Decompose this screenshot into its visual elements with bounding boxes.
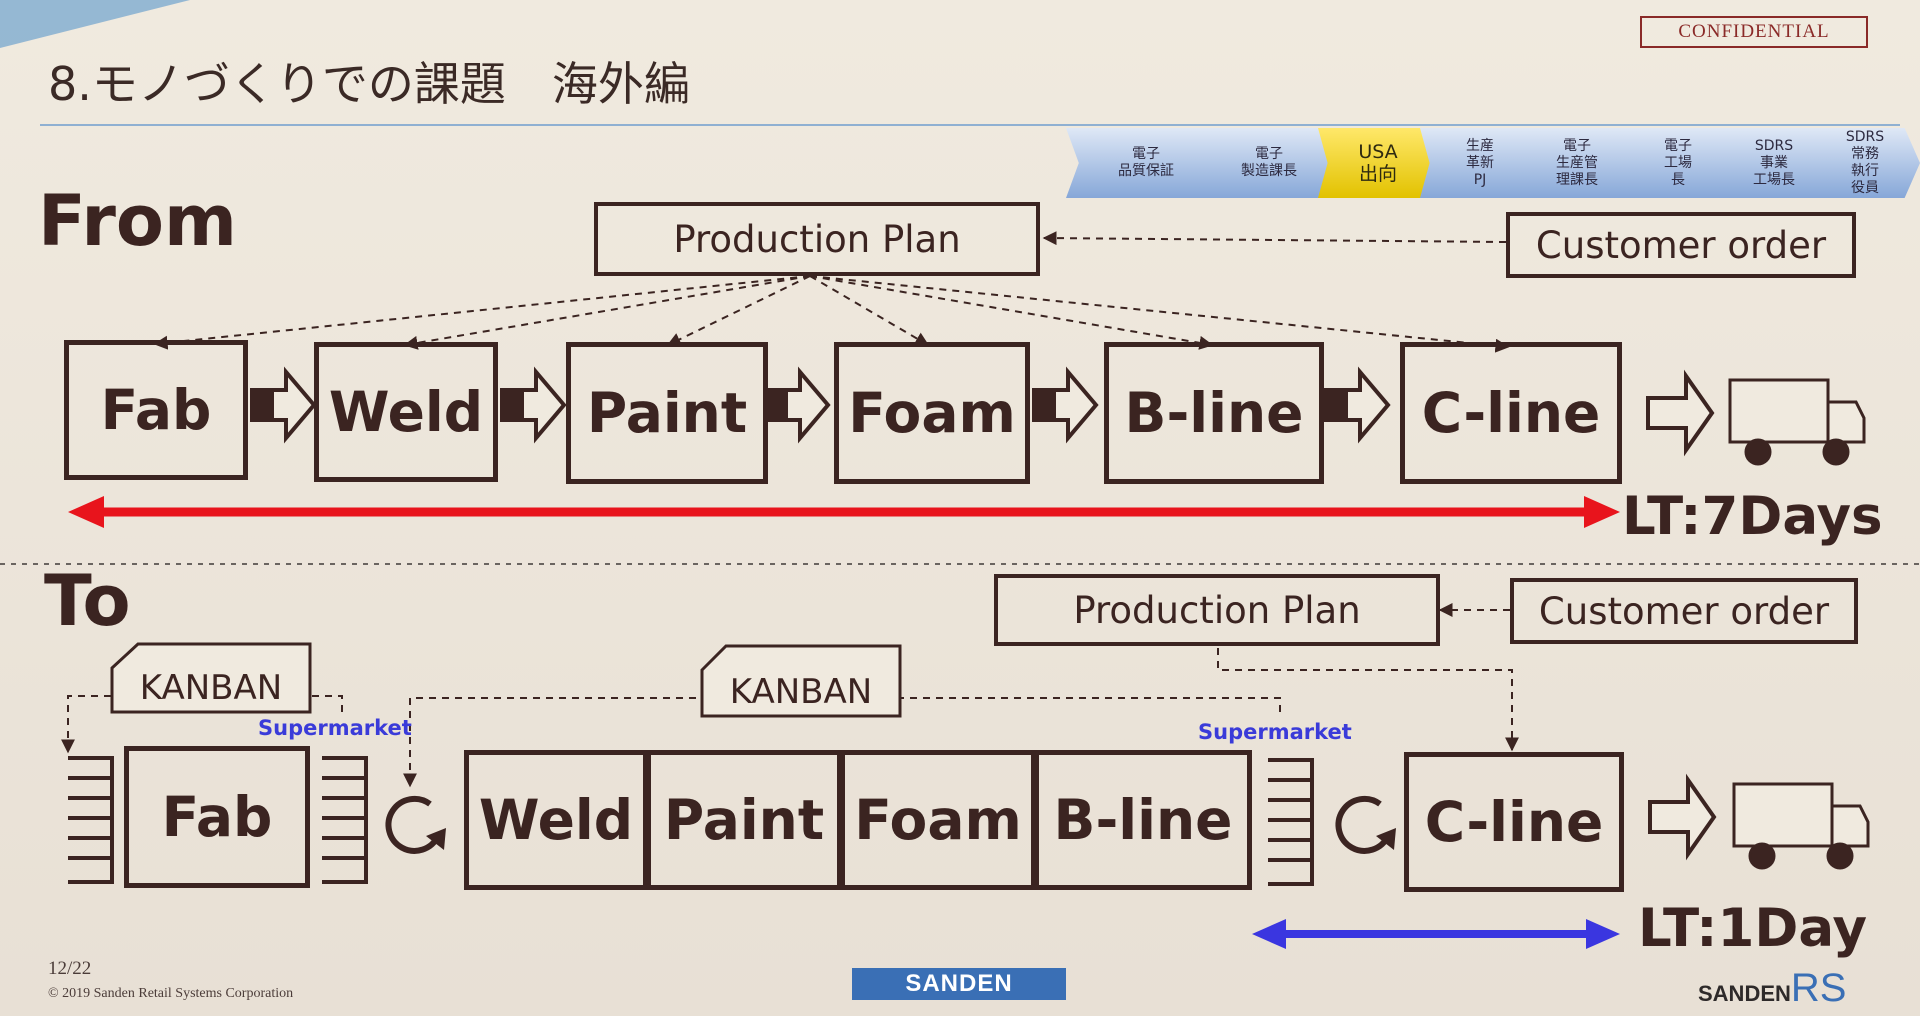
to-combined-process: B-line bbox=[1034, 750, 1252, 890]
from-process-box: C-line bbox=[1400, 342, 1622, 484]
to-heading: To bbox=[44, 560, 131, 642]
logo-text: SANDEN bbox=[1698, 981, 1791, 1006]
confidential-stamp: CONFIDENTIAL bbox=[1640, 16, 1868, 48]
corner-accent bbox=[0, 0, 190, 48]
page-number: 12/22 bbox=[48, 958, 92, 979]
truck-icon bbox=[1732, 782, 1870, 870]
copyright: © 2019 Sanden Retail Systems Corporation bbox=[48, 986, 294, 1001]
from-process-box: Weld bbox=[314, 342, 498, 482]
to-lead-time: LT:1Day bbox=[1638, 898, 1868, 959]
logo-suffix: RS bbox=[1790, 966, 1847, 1010]
from-heading: From bbox=[38, 180, 237, 262]
from-process-box: Foam bbox=[834, 342, 1030, 484]
to-combined-process: Foam bbox=[840, 750, 1036, 890]
to-process-fab: Fab bbox=[124, 746, 310, 888]
from-lead-time: LT:7Days bbox=[1622, 486, 1883, 547]
from-process-box: B-line bbox=[1104, 342, 1324, 484]
supermarket-label: Supermarket bbox=[258, 716, 412, 740]
career-step: USA 出向 bbox=[1318, 128, 1438, 198]
from-production-plan: Production Plan bbox=[594, 202, 1040, 276]
title-divider bbox=[40, 124, 1900, 126]
career-step: 電子 生産管 理課長 bbox=[1512, 128, 1642, 198]
to-customer-order: Customer order bbox=[1510, 578, 1858, 644]
kanban-card-label: KANBAN bbox=[139, 668, 283, 708]
to-production-plan: Production Plan bbox=[994, 574, 1440, 646]
supermarket-label: Supermarket bbox=[1198, 720, 1352, 744]
from-customer-order: Customer order bbox=[1506, 212, 1856, 278]
truck-icon bbox=[1728, 378, 1866, 466]
kanban-card-label: KANBAN bbox=[729, 672, 873, 712]
career-step: SDRS 常務 執行 役員 bbox=[1810, 128, 1920, 198]
from-process-box: Paint bbox=[566, 342, 768, 484]
sanden-logo: SANDEN bbox=[852, 968, 1066, 1000]
career-step: 電子 製造課長 bbox=[1194, 128, 1344, 198]
from-process-box: Fab bbox=[64, 340, 248, 480]
to-process-c-line: C-line bbox=[1404, 752, 1624, 892]
slide-title: 8.モノづくりでの課題 海外編 bbox=[48, 57, 690, 111]
to-combined-process: Weld bbox=[464, 750, 648, 890]
to-combined-process: Paint bbox=[646, 750, 842, 890]
sanden-rs-logo: SANDENRS bbox=[1698, 966, 1846, 1011]
